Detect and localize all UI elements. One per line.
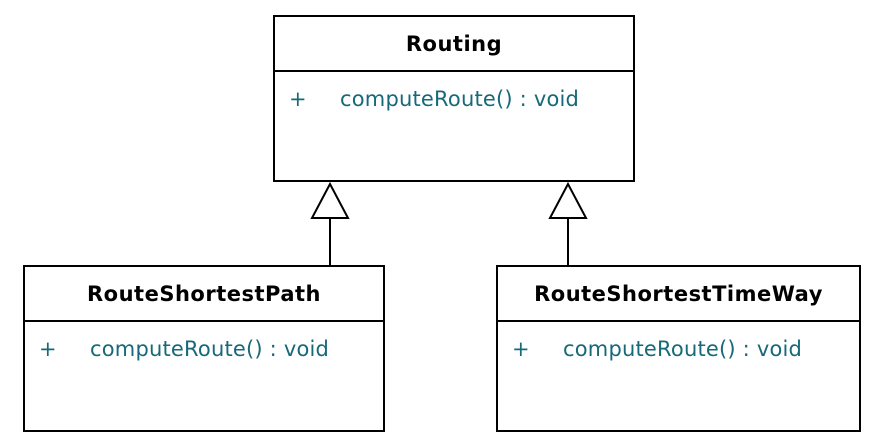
method-visibility: + — [512, 337, 530, 361]
generalization-arrow-route-shortest-path-to-routing — [310, 181, 350, 266]
hollow-triangle-arrowhead — [548, 181, 588, 219]
class-box-route-shortest-path: RouteShortestPath + computeRoute() : voi… — [23, 265, 385, 432]
class-name: RouteShortestPath — [25, 267, 383, 322]
method-signature: computeRoute() : void — [340, 87, 580, 111]
method-row: + computeRoute() : void — [498, 322, 859, 361]
hollow-triangle-arrowhead — [310, 181, 350, 219]
class-box-routing: Routing + computeRoute() : void — [273, 15, 635, 182]
method-row: + computeRoute() : void — [25, 322, 383, 361]
generalization-arrow-route-shortest-time-way-to-routing — [548, 181, 588, 266]
method-visibility: + — [39, 337, 57, 361]
class-box-route-shortest-time-way: RouteShortestTimeWay + computeRoute() : … — [496, 265, 861, 432]
method-signature: computeRoute() : void — [563, 337, 803, 361]
class-name: RouteShortestTimeWay — [498, 267, 859, 322]
method-signature: computeRoute() : void — [90, 337, 330, 361]
method-visibility: + — [289, 87, 307, 111]
class-name: Routing — [275, 17, 633, 72]
method-row: + computeRoute() : void — [275, 72, 633, 111]
